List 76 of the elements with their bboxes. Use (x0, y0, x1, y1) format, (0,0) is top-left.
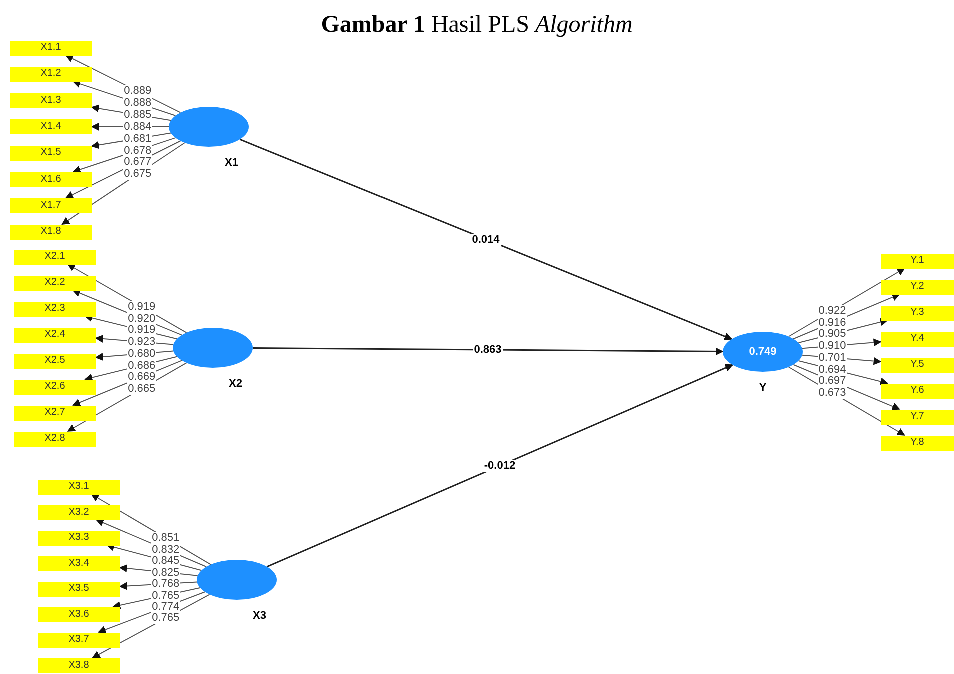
indicator-box: X3.6 (38, 607, 120, 622)
path-arrow (266, 364, 734, 568)
variable-name: Y (759, 381, 767, 396)
edge-label: 0.694 (818, 364, 848, 376)
indicator-box: Y.2 (881, 280, 954, 294)
indicator-box: Y.8 (881, 436, 954, 450)
edge-label: 0.910 (818, 340, 848, 352)
indicator-box: X2.4 (14, 328, 96, 342)
edge-label: 0.765 (151, 590, 181, 602)
edge-label: 0.832 (151, 544, 181, 556)
path-arrow (252, 348, 724, 356)
variable-name: X2 (229, 377, 242, 392)
indicator-box: X1.5 (10, 146, 92, 161)
edge-label: 0.919 (127, 324, 157, 336)
variable-name: X3 (253, 609, 266, 624)
edge-label: 0.888 (123, 97, 153, 110)
edge-label: 0.665 (127, 382, 157, 395)
indicator-box: Y.3 (881, 306, 954, 320)
variable-name: X1 (225, 156, 238, 171)
edge-label: 0.905 (818, 328, 848, 340)
edge-label: 0.920 (127, 312, 157, 325)
edge-label: 0.680 (127, 348, 157, 360)
edge-label: 0.014 (471, 234, 501, 246)
edge-label: 0.919 (127, 301, 157, 314)
edge-label: 0.774 (151, 601, 181, 613)
indicator-box: X2.2 (14, 276, 96, 290)
indicator-box: X2.3 (14, 302, 96, 316)
edge-label: -0.012 (483, 460, 517, 472)
indicator-box: Y.5 (881, 358, 954, 372)
indicator-box: X2.5 (14, 354, 96, 368)
indicator-box: Y.4 (881, 332, 954, 346)
indicator-box: X1.7 (10, 198, 92, 214)
indicator-box: X1.6 (10, 172, 92, 187)
indicator-box: X3.2 (38, 505, 120, 520)
edge-label: 0.863 (473, 344, 503, 356)
indicator-box: X3.8 (38, 658, 120, 673)
indicator-box: X3.1 (38, 480, 120, 494)
edge-label: 0.675 (123, 168, 153, 180)
edge-label: 0.765 (151, 612, 181, 624)
indicator-box: X3.7 (38, 632, 120, 648)
indicator-box: X2.1 (14, 250, 96, 264)
edge-label: 0.845 (151, 555, 181, 568)
indicator-box: Y.1 (881, 254, 954, 268)
edge-label: 0.697 (818, 375, 848, 388)
edge-label: 0.922 (818, 305, 848, 318)
edge-label: 0.686 (127, 360, 157, 372)
edge-label: 0.851 (151, 532, 181, 544)
edge-label: 0.669 (127, 371, 157, 384)
edge-label: 0.673 (818, 386, 848, 399)
indicator-box: X1.3 (10, 93, 92, 108)
indicator-box: X2.6 (14, 380, 96, 394)
edge-label: 0.681 (123, 132, 153, 145)
indicator-box: X1.2 (10, 66, 92, 82)
edge-label: 0.923 (127, 336, 157, 348)
diagram-title: Gambar 1 Hasil PLS Algorithm (321, 11, 633, 40)
indicator-box: Y.7 (881, 410, 954, 424)
edge-label: 0.825 (151, 566, 181, 579)
indicator-box: X3.3 (38, 530, 120, 546)
r-squared-value: 0.749 (749, 344, 777, 360)
edge-label: 0.884 (123, 120, 153, 133)
indicator-box: Y.6 (881, 384, 954, 398)
edge-label: 0.889 (123, 85, 153, 98)
edge-label: 0.916 (818, 316, 848, 329)
indicator-box: X1.1 (10, 40, 92, 56)
indicator-box: X1.4 (10, 119, 92, 134)
edge-label: 0.701 (818, 352, 848, 364)
indicator-box: X3.4 (38, 556, 120, 571)
indicator-box: X2.8 (14, 432, 96, 446)
indicator-box: X1.8 (10, 224, 92, 240)
indicator-box: X3.5 (38, 582, 120, 596)
edge-label: 0.677 (123, 156, 153, 168)
edge-label: 0.885 (123, 109, 153, 122)
path-arrow (240, 138, 733, 340)
edge-label: 0.678 (123, 144, 153, 157)
indicator-box: X2.7 (14, 406, 96, 420)
edge-label: 0.768 (151, 578, 181, 590)
